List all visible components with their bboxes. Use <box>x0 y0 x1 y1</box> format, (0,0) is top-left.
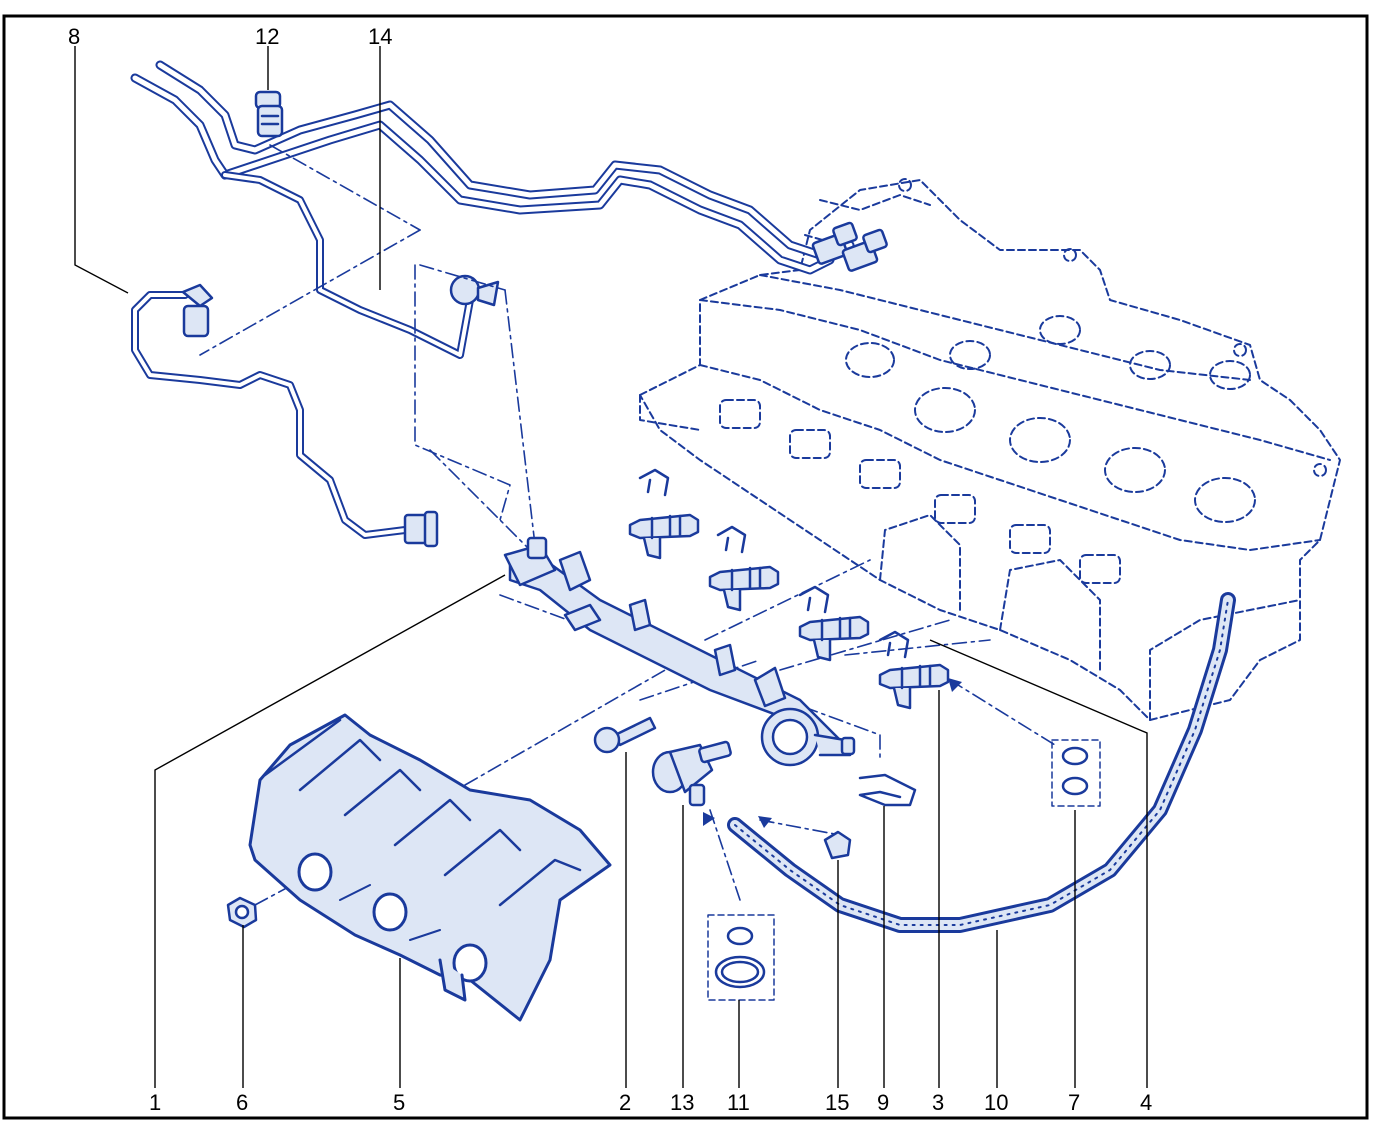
callout-4: 4 <box>1140 1090 1152 1115</box>
callout-2: 2 <box>619 1090 631 1115</box>
fastening-bolt <box>593 716 657 754</box>
injector-4 <box>878 663 950 710</box>
injector-3 <box>798 615 870 662</box>
callout-11: 11 <box>727 1090 750 1115</box>
callout-9: 9 <box>877 1090 889 1115</box>
intake-manifold <box>248 713 612 1022</box>
pressure-regulator-clip <box>858 773 917 807</box>
fuel-feed-pipe <box>130 60 888 275</box>
fuel-pipe-8 <box>131 291 439 548</box>
callout-14: 14 <box>368 24 392 49</box>
cylinder-head <box>639 178 1341 721</box>
callout-13: 13 <box>670 1090 694 1115</box>
callout-8: 8 <box>68 24 80 49</box>
injector-o-rings <box>1051 739 1101 807</box>
leader-lines <box>74 46 1148 1088</box>
pressure-regulator <box>651 740 732 807</box>
injector-clip <box>638 468 910 659</box>
fuel-injector <box>628 513 950 710</box>
fuel-rail <box>503 536 856 767</box>
injector-2 <box>708 565 780 612</box>
callout-5: 5 <box>393 1090 405 1115</box>
hose-clamp <box>823 830 852 860</box>
callout-6: 6 <box>236 1090 248 1115</box>
callout-3: 3 <box>932 1090 944 1115</box>
callout-12: 12 <box>255 24 279 49</box>
assembly-arrows <box>703 678 962 828</box>
regulator-o-rings <box>707 914 775 1001</box>
quick-connector <box>254 90 284 138</box>
callout-15: 15 <box>825 1090 849 1115</box>
injector-1 <box>628 513 700 560</box>
fuel-return-pipe <box>221 171 500 359</box>
pipe-8-connector <box>181 283 214 338</box>
vacuum-hose <box>727 592 1236 933</box>
manifold-nut <box>226 896 258 929</box>
callouts: 8 12 14 1 6 5 2 13 11 15 9 3 10 7 4 <box>68 24 1152 1115</box>
callout-1: 1 <box>149 1090 161 1115</box>
callout-10: 10 <box>984 1090 1008 1115</box>
callout-7: 7 <box>1068 1090 1080 1115</box>
